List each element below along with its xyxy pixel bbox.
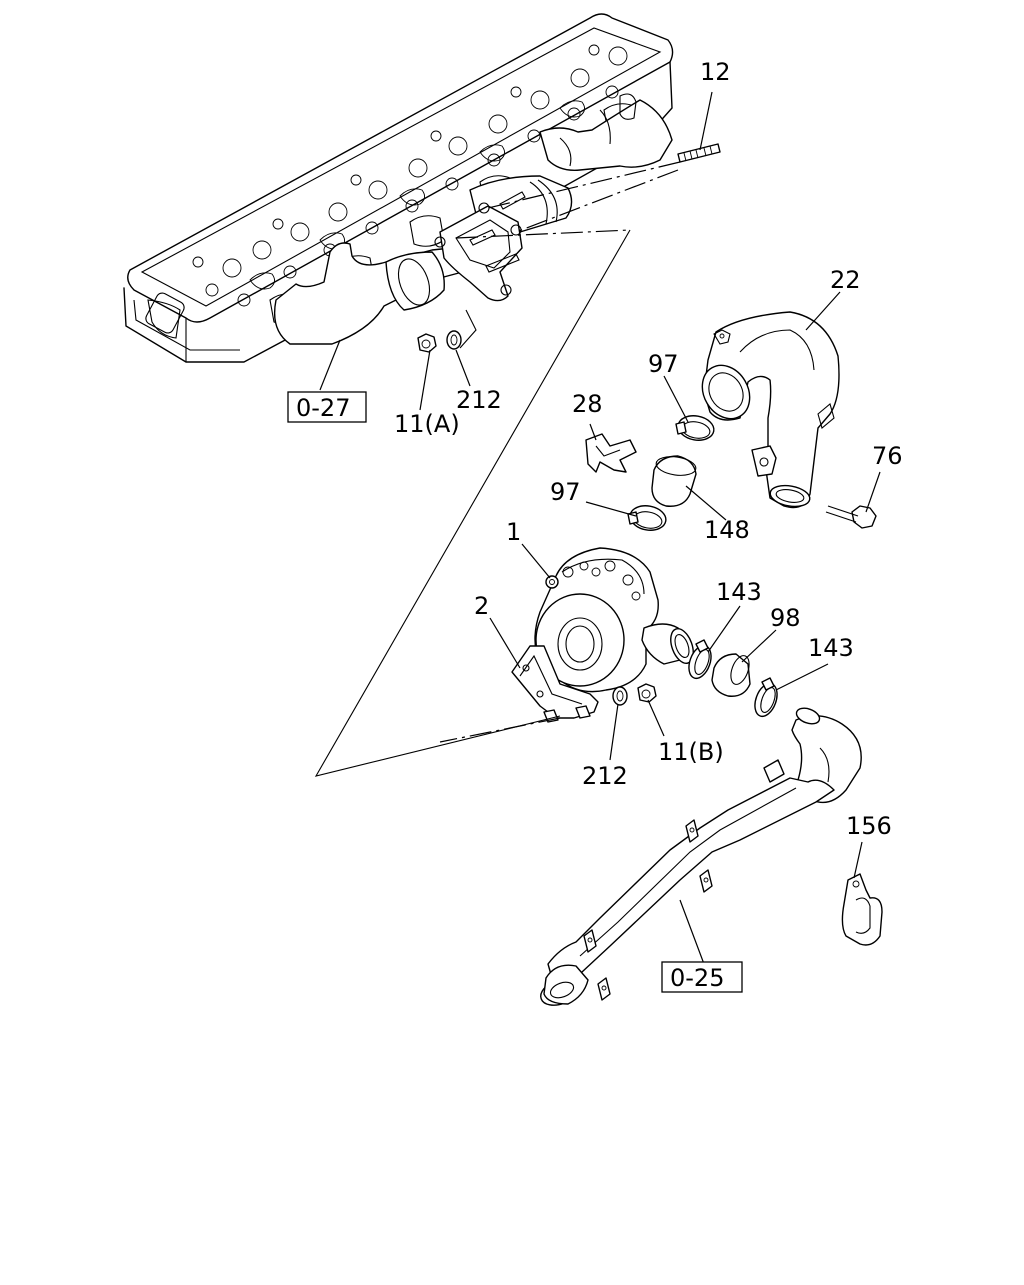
callout-97-upper: 97 [648, 350, 679, 378]
exhaust-manifold-drawing [273, 93, 673, 345]
stud-12-drawing [677, 143, 721, 163]
callout-2: 2 [474, 592, 489, 620]
reference-0-27[interactable]: 0-27 [296, 394, 350, 422]
callout-22: 22 [830, 266, 861, 294]
callout-97-lower: 97 [550, 478, 581, 506]
clip-156-drawing [841, 873, 883, 946]
callout-labels: 12 22 97 28 76 97 148 1 2 143 98 143 212… [394, 58, 903, 840]
callout-11b: 11(B) [658, 738, 724, 766]
reference-0-25[interactable]: 0-25 [670, 964, 724, 992]
clamp-143-left-drawing [688, 639, 712, 680]
reference-box-0-27[interactable]: 0-27 [287, 391, 367, 423]
callout-1: 1 [506, 518, 521, 546]
nut-11b-drawing [637, 683, 657, 703]
cylinder-head-drawing [123, 13, 674, 363]
callout-212-upper: 212 [456, 386, 502, 414]
phantom-lines [314, 161, 681, 777]
oil-pipe-drawing [540, 707, 862, 1006]
bolt-76-drawing [825, 505, 877, 529]
bracket-28-drawing [585, 433, 637, 473]
callout-148: 148 [704, 516, 750, 544]
clamp-97-upper-drawing [675, 415, 715, 441]
callout-143-left: 143 [716, 578, 762, 606]
washer-212-top-drawing [446, 330, 462, 350]
turbocharger-1-drawing [534, 547, 694, 693]
nut-11a-drawing [417, 333, 437, 353]
clamp-97-lower-drawing [627, 505, 667, 531]
hose-148-drawing [651, 455, 697, 507]
callout-12: 12 [700, 58, 731, 86]
callout-28: 28 [572, 390, 603, 418]
callout-11a: 11(A) [394, 410, 460, 438]
leader-lines [319, 91, 881, 965]
washer-212-lower-drawing [612, 686, 628, 706]
callout-76: 76 [872, 442, 903, 470]
callout-212-lower: 212 [582, 762, 628, 790]
clamp-143-right-drawing [754, 677, 778, 718]
pipe-22-drawing [701, 311, 840, 509]
hose-98-drawing [711, 653, 751, 697]
callout-156: 156 [846, 812, 892, 840]
bracket-2-drawing [511, 645, 599, 723]
callout-143-right: 143 [808, 634, 854, 662]
callout-98: 98 [770, 604, 801, 632]
reference-box-0-25[interactable]: 0-25 [661, 961, 743, 993]
